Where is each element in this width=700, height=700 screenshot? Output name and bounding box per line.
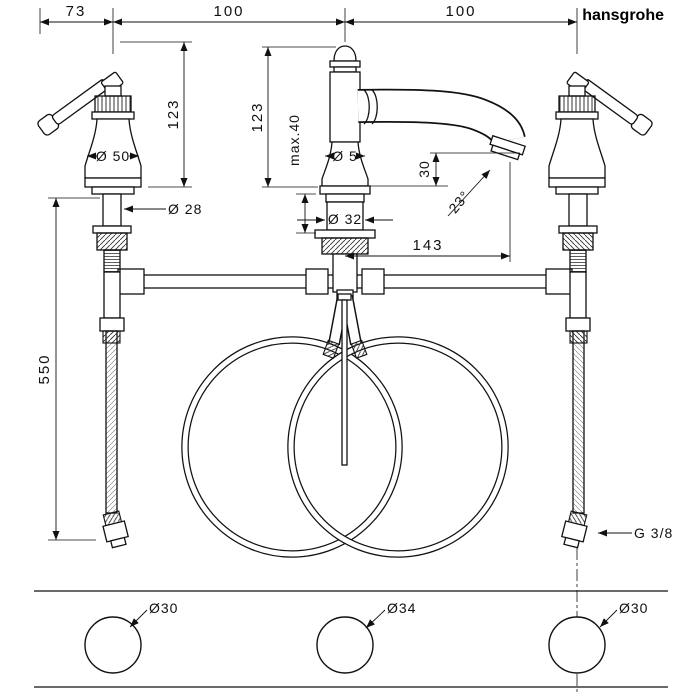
hole-left xyxy=(84,616,142,674)
pipe-fitting xyxy=(305,268,329,295)
hole-right xyxy=(548,616,606,674)
spout-washer xyxy=(314,229,376,239)
spout-column xyxy=(329,71,361,143)
hole-left-label: Ø30 xyxy=(149,600,178,616)
pipe-fitting xyxy=(545,268,573,295)
dia-28-label: Ø 28 xyxy=(168,201,202,217)
left-valve-unit xyxy=(35,66,142,550)
drain-rod xyxy=(341,299,348,466)
dimension-annotations: 73 100 100 123 123 max.40 Ø 50 Ø 5 Ø 28 xyxy=(36,3,673,694)
dim-73-label: 73 xyxy=(66,3,87,20)
dim-30-label: 30 xyxy=(416,160,432,178)
hole-right-label: Ø30 xyxy=(619,600,648,616)
dim-123-left-label: 123 xyxy=(165,98,182,129)
hole-center-label: Ø34 xyxy=(387,600,416,616)
dim-123-center-label: 123 xyxy=(249,101,266,132)
dim-100-right-label: 100 xyxy=(445,3,476,20)
hose-crimp xyxy=(350,339,368,359)
thread-g38-label: G 3/8 xyxy=(634,525,673,541)
angle-23-label: 23° xyxy=(445,187,473,216)
pipe-fitting xyxy=(361,268,385,295)
hose-crimp xyxy=(322,339,340,359)
dim-550-label: 550 xyxy=(36,353,53,384)
dim-max40-label: max.40 xyxy=(286,114,302,166)
right-pipe xyxy=(355,274,571,289)
dia-32-label: Ø 32 xyxy=(328,211,362,227)
pipe-fitting xyxy=(117,268,145,295)
right-valve-unit xyxy=(548,66,655,550)
spout-knob xyxy=(333,45,357,62)
tee-body xyxy=(332,253,358,293)
plan-view: Ø30 Ø34 Ø30 xyxy=(34,590,668,688)
hansgrohe-logo: hansgrohe xyxy=(582,7,664,24)
spout-flange xyxy=(319,185,371,195)
dia-50-label: Ø 50 xyxy=(96,148,130,164)
center-spout xyxy=(314,45,526,466)
hole-center xyxy=(316,616,374,674)
dia-5-label: Ø 5 xyxy=(332,148,358,164)
spout-shank xyxy=(326,201,364,231)
hose-loops xyxy=(181,336,509,558)
left-pipe xyxy=(119,274,335,289)
dim-143-label: 143 xyxy=(412,237,443,254)
dim-100-left-label: 100 xyxy=(213,3,244,20)
spout-nut xyxy=(321,237,369,255)
aerator xyxy=(489,134,526,161)
